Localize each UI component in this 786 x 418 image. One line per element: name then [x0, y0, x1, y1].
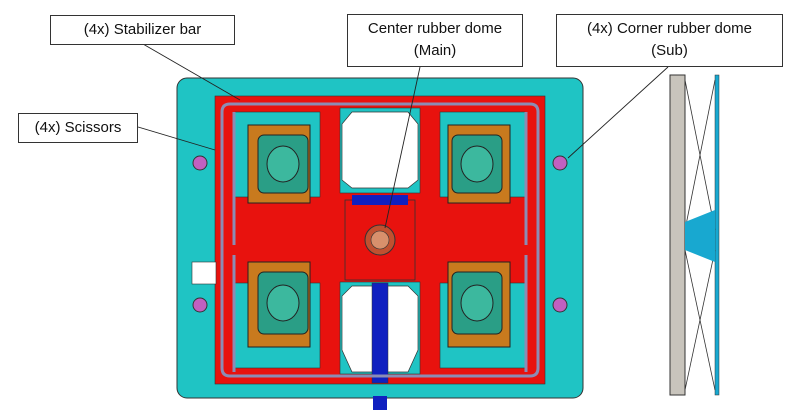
corner-rubber-domes — [192, 155, 568, 313]
scissors-label: (4x) Scissors — [18, 113, 138, 143]
corner-dome-text-2: (Sub) — [651, 42, 688, 59]
side-view — [669, 74, 720, 396]
leader-lines — [137, 43, 669, 229]
corner-dome-text-1: (4x) Corner rubber dome — [586, 20, 753, 37]
top-cutout — [341, 111, 419, 189]
scissor-bottom-right — [447, 261, 511, 348]
center-dome-top — [370, 230, 390, 250]
center-dome-text-1: Center rubber dome — [367, 20, 503, 37]
white-pad — [191, 261, 217, 285]
center-guide-bar — [371, 282, 389, 384]
scissor-top-right — [447, 124, 511, 204]
center-rubber-dome-label: Center rubber dome (Main) — [347, 14, 523, 67]
stabilizer-bar-text: (4x) Stabilizer bar — [83, 21, 202, 38]
scissor-bottom-left — [247, 261, 311, 348]
center-clip — [352, 195, 408, 205]
stabilizer-bar-label: (4x) Stabilizer bar — [50, 15, 235, 45]
bottom-tab — [373, 396, 387, 410]
scissors-text: (4x) Scissors — [34, 119, 122, 136]
stabilizer-bars — [220, 102, 540, 378]
center-dome-text-2: (Main) — [413, 42, 457, 59]
scissors-group — [247, 124, 511, 348]
scissor-top-left — [247, 124, 311, 204]
corner-rubber-dome-label: (4x) Corner rubber dome (Sub) — [556, 14, 783, 67]
